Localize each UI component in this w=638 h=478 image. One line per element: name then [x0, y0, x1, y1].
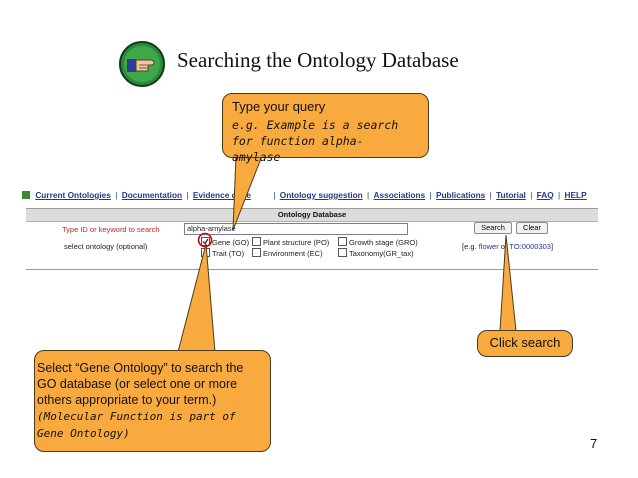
nav-separator: |: [186, 190, 189, 200]
checkbox-icon[interactable]: [338, 237, 347, 246]
checkbox-growth-stage-gro[interactable]: Growth stage (GRO): [338, 237, 418, 247]
nav-link-ontology-suggestion[interactable]: Ontology suggestion: [279, 190, 363, 200]
callout-search-text: Click search: [489, 335, 561, 350]
example-link-to-0000303[interactable]: TO:0000303: [509, 242, 551, 251]
page-number: 7: [590, 436, 598, 451]
example-mid: or: [498, 242, 510, 251]
checkbox-label: Plant structure (PO): [263, 238, 330, 247]
search-example-hint: [e.g. flower or TO:0000303]: [462, 242, 553, 251]
checkbox-taxonomy-gr-tax[interactable]: Taxonomy(GR_tax): [338, 248, 414, 258]
nav-separator: |: [367, 190, 370, 200]
checkbox-gene-go[interactable]: Gene (GO): [201, 237, 249, 247]
nav-separator: |: [273, 190, 276, 200]
callout-select-ontology: Select “Gene Ontology” to search the GO …: [34, 350, 271, 452]
nav-arrow-icon: [22, 191, 30, 199]
nav-link-documentation[interactable]: Documentation: [121, 190, 183, 200]
nav-separator: |: [530, 190, 533, 200]
nav-link-publications[interactable]: Publications: [435, 190, 486, 200]
nav-link-tutorial[interactable]: Tutorial: [496, 190, 526, 200]
checkbox-trait-to[interactable]: Trait (TO): [201, 248, 244, 258]
clear-button[interactable]: Clear: [516, 222, 548, 234]
callout-select-note: (Molecular Function is part of Gene Onto…: [37, 410, 236, 440]
checkbox-label: Taxonomy(GR_tax): [349, 249, 414, 258]
callout-query-example: e.g. Example is a search for function al…: [232, 118, 399, 164]
query-label: Type ID or keyword to search: [62, 225, 160, 234]
panel-header: Ontology Database: [26, 209, 598, 222]
nav-link-help[interactable]: HELP: [564, 190, 587, 200]
callout-type-query: Type your query e.g. Example is a search…: [222, 93, 429, 164]
nav-separator: |: [429, 190, 432, 200]
nav-separator: |: [558, 190, 561, 200]
checkbox-icon[interactable]: [252, 237, 261, 246]
nav-separator: |: [489, 190, 492, 200]
query-input[interactable]: alpha-amylase: [184, 223, 408, 235]
checkbox-label: Trait (TO): [212, 249, 245, 258]
nav-link-evidence-code[interactable]: Evidence code: [192, 190, 251, 200]
example-suffix: ]: [550, 242, 554, 251]
checkbox-label: Growth stage (GRO): [349, 238, 418, 247]
checkbox-icon[interactable]: [252, 248, 261, 257]
select-ontology-label: select ontology (optional): [64, 242, 148, 251]
example-prefix: [e.g.: [462, 242, 479, 251]
callout-click-search: Click search: [477, 330, 573, 357]
nav-link-current-ontologies[interactable]: Current Ontologies: [35, 190, 111, 200]
ontology-search-panel: Ontology Database Type ID or keyword to …: [26, 208, 598, 270]
checkbox-label: Gene (GO): [212, 238, 250, 247]
callout-select-body: Select “Gene Ontology” to search the GO …: [37, 360, 265, 442]
checkbox-environment-ec[interactable]: Environment (EC): [252, 248, 323, 258]
checkbox-label: Environment (EC): [263, 249, 323, 258]
callout-query-title: Type your query: [232, 99, 326, 114]
slide-title: Searching the Ontology Database: [177, 48, 459, 72]
callout-select-text: Select “Gene Ontology” to search the GO …: [37, 361, 244, 407]
nav-separator: |: [115, 190, 118, 200]
ontology-nav-bar: Current Ontologies | Documentation | Evi…: [22, 190, 600, 204]
checkbox-plant-structure-po[interactable]: Plant structure (PO): [252, 237, 329, 247]
search-button[interactable]: Search: [474, 222, 512, 234]
example-link-flower[interactable]: flower: [478, 242, 499, 251]
nav-link-associations[interactable]: Associations: [373, 190, 426, 200]
checkbox-checked-icon[interactable]: [201, 237, 210, 246]
checkbox-icon[interactable]: [201, 248, 210, 257]
pointing-hand-icon: [118, 40, 166, 88]
checkbox-icon[interactable]: [338, 248, 347, 257]
nav-link-faq[interactable]: FAQ: [536, 190, 554, 200]
